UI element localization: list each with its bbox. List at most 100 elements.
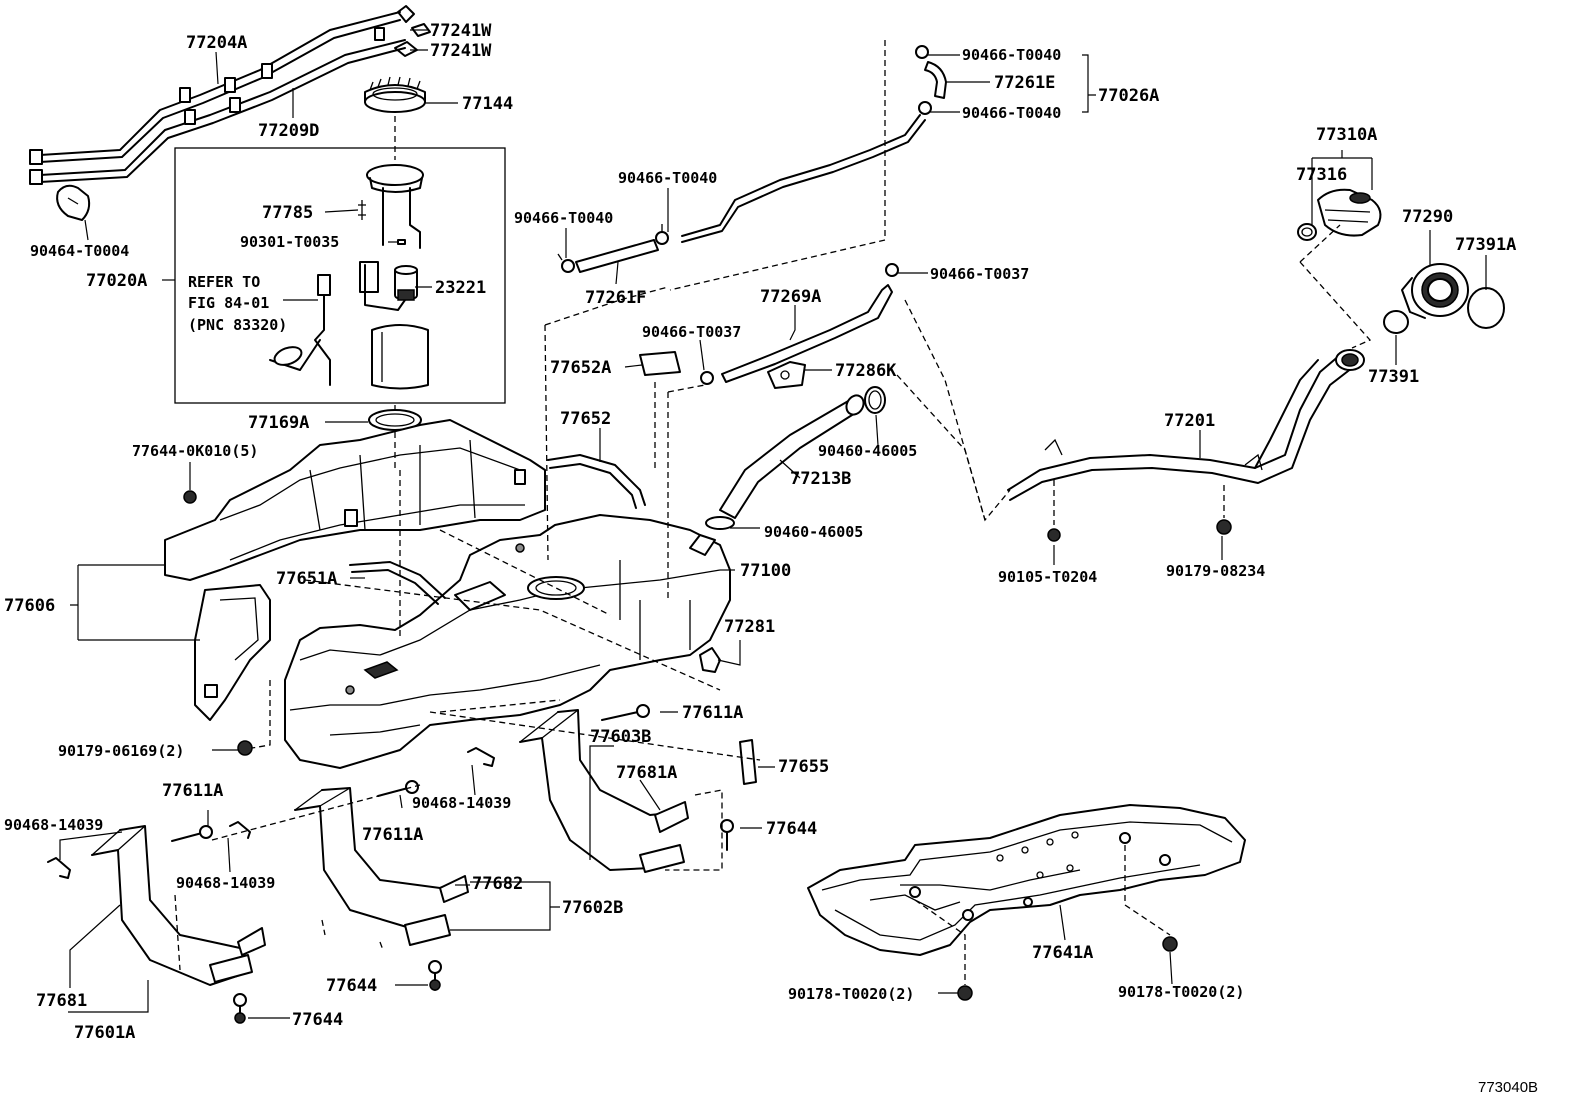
bolt-77644-right[interactable] [720,819,734,851]
label-90178-T0020-right[interactable]: 90178-T0020(2) [1118,983,1244,1001]
clamp-90460-46005-upper[interactable] [864,386,886,414]
band-77652[interactable] [547,454,646,509]
label-77611A-left[interactable]: 77611A [162,781,223,801]
label-90464-T0004[interactable]: 90464-T0004 [30,242,129,260]
label-77261E[interactable]: 77261E [994,73,1055,93]
label-77201[interactable]: 77201 [1164,411,1215,431]
pad-77652A[interactable] [639,351,681,376]
tank-protector-lower-77606[interactable] [194,584,271,721]
clip-77241W-upper[interactable] [397,5,431,37]
label-90460-46005-upper[interactable]: 90460-46005 [818,442,917,460]
clip-77286K[interactable] [767,361,806,389]
nut-77644-0K010[interactable] [183,490,197,504]
clamp-90464-T0004[interactable] [56,184,91,221]
gasket-77169A[interactable] [368,409,422,431]
label-77310A[interactable]: 77310A [1316,125,1377,145]
label-77020A[interactable]: 77020A [86,271,147,291]
label-77603B[interactable]: 77603B [590,727,651,747]
bolt-90105-T0204[interactable] [1047,528,1061,542]
label-90466-T0040-left[interactable]: 90466-T0040 [514,209,613,227]
label-77269A[interactable]: 77269A [760,287,821,307]
label-77391A[interactable]: 77391A [1455,235,1516,255]
clamp-90466-T0040-left[interactable] [557,253,575,273]
label-90460-46005-lower[interactable]: 90460-46005 [764,523,863,541]
clip-90468-14039-left[interactable] [47,857,71,879]
sender-gauge[interactable] [269,274,331,386]
clamp-90466-T0040-top[interactable] [915,45,929,59]
nut-90178-T0020-right[interactable] [1162,936,1178,952]
label-77655[interactable]: 77655 [778,757,829,777]
label-77391[interactable]: 77391 [1368,367,1419,387]
nut-90179-08234[interactable] [1216,519,1232,535]
clamp-90466-T0037-right[interactable] [885,263,899,277]
hose-77261E[interactable] [924,61,947,99]
label-77241W-lower[interactable]: 77241W [430,41,492,61]
bolt-77611A-mid[interactable] [601,704,650,721]
label-90468-14039-mid[interactable]: 90468-14039 [412,794,511,812]
label-90105-T0204[interactable]: 90105-T0204 [998,568,1097,586]
filler-hose-77213B[interactable] [719,392,867,519]
label-77281[interactable]: 77281 [724,617,775,637]
hose-77261F[interactable] [575,239,659,273]
fuel-line-assembly-77209D[interactable] [29,39,406,185]
filler-pipe-77201[interactable] [1007,349,1365,501]
small-part-77785[interactable] [358,200,366,220]
clip-77281[interactable] [699,647,721,673]
label-90466-T0040-mid[interactable]: 90466-T0040 [618,169,717,187]
label-77644-right[interactable]: 77644 [766,819,817,839]
label-77209D[interactable]: 77209D [258,121,319,141]
label-77144[interactable]: 77144 [462,94,513,114]
fuel-line-assembly-77204A[interactable] [39,11,401,163]
label-77611A-center[interactable]: 77611A [362,825,423,845]
nut-90178-T0020-left[interactable] [957,985,973,1001]
tank-band-77682[interactable] [404,875,469,946]
label-77602B[interactable]: 77602B [562,898,623,918]
label-77681A[interactable]: 77681A [616,763,677,783]
clip-90468-14039-mid[interactable] [467,747,495,767]
seal-77391A[interactable] [1467,287,1505,329]
label-77681[interactable]: 77681 [36,991,87,1011]
gasket-77316[interactable] [1297,223,1317,241]
bolt-77611A-center[interactable] [377,780,419,797]
label-90466-T0040-bottom[interactable]: 90466-T0040 [962,104,1061,122]
nut-90179-06169[interactable] [237,740,253,756]
label-77644-left[interactable]: 77644 [292,1010,343,1030]
filler-housing-77290[interactable] [1401,263,1469,319]
clip-90468-14039-lower[interactable] [229,821,251,839]
bolt-77644-left[interactable] [233,993,247,1024]
skid-plate-77641A[interactable] [807,804,1246,956]
tank-band-77681A[interactable] [639,801,689,873]
label-90179-06169[interactable]: 90179-06169(2) [58,742,184,760]
label-77611A-mid[interactable]: 77611A [682,703,743,723]
label-77100[interactable]: 77100 [740,561,791,581]
breather-pipe-77026A[interactable] [681,114,926,243]
label-77286K[interactable]: 77286K [835,361,897,381]
label-90468-14039-left[interactable]: 90468-14039 [4,816,103,834]
label-90301-T0035[interactable]: 90301-T0035 [240,233,339,251]
label-77026A[interactable]: 77026A [1098,86,1159,106]
label-77261F[interactable]: 77261F [585,288,646,308]
pad-77655[interactable] [739,739,757,785]
lock-ring-77144[interactable] [364,76,426,113]
label-77241W-upper[interactable]: 77241W [430,21,492,41]
tank-protector-upper-77606[interactable] [164,419,546,581]
label-77204A[interactable]: 77204A [186,33,247,53]
label-90466-T0037-left[interactable]: 90466-T0037 [642,323,741,341]
label-23221[interactable]: 23221 [435,278,486,298]
fuel-pump-23221[interactable] [394,265,418,301]
label-90468-14039-lower[interactable]: 90468-14039 [176,874,275,892]
bolt-77644-center[interactable] [428,960,442,991]
clamp-90466-T0040-bottom[interactable] [918,101,932,115]
label-77652A[interactable]: 77652A [550,358,611,378]
clamp-90466-T0037-left[interactable] [700,371,714,385]
label-90466-T0037-right[interactable]: 90466-T0037 [930,265,1029,283]
label-90178-T0020-left[interactable]: 90178-T0020(2) [788,985,914,1003]
label-77316[interactable]: 77316 [1296,165,1347,185]
small-part-90301-T0035[interactable] [397,239,406,245]
label-90466-T0040-top[interactable]: 90466-T0040 [962,46,1061,64]
label-77644-center[interactable]: 77644 [326,976,377,996]
fuel-filter-sock[interactable] [371,324,429,390]
label-77601A[interactable]: 77601A [74,1023,135,1043]
fuel-tank-77100[interactable] [284,514,731,769]
fuel-cap-77310A[interactable] [1317,188,1382,237]
